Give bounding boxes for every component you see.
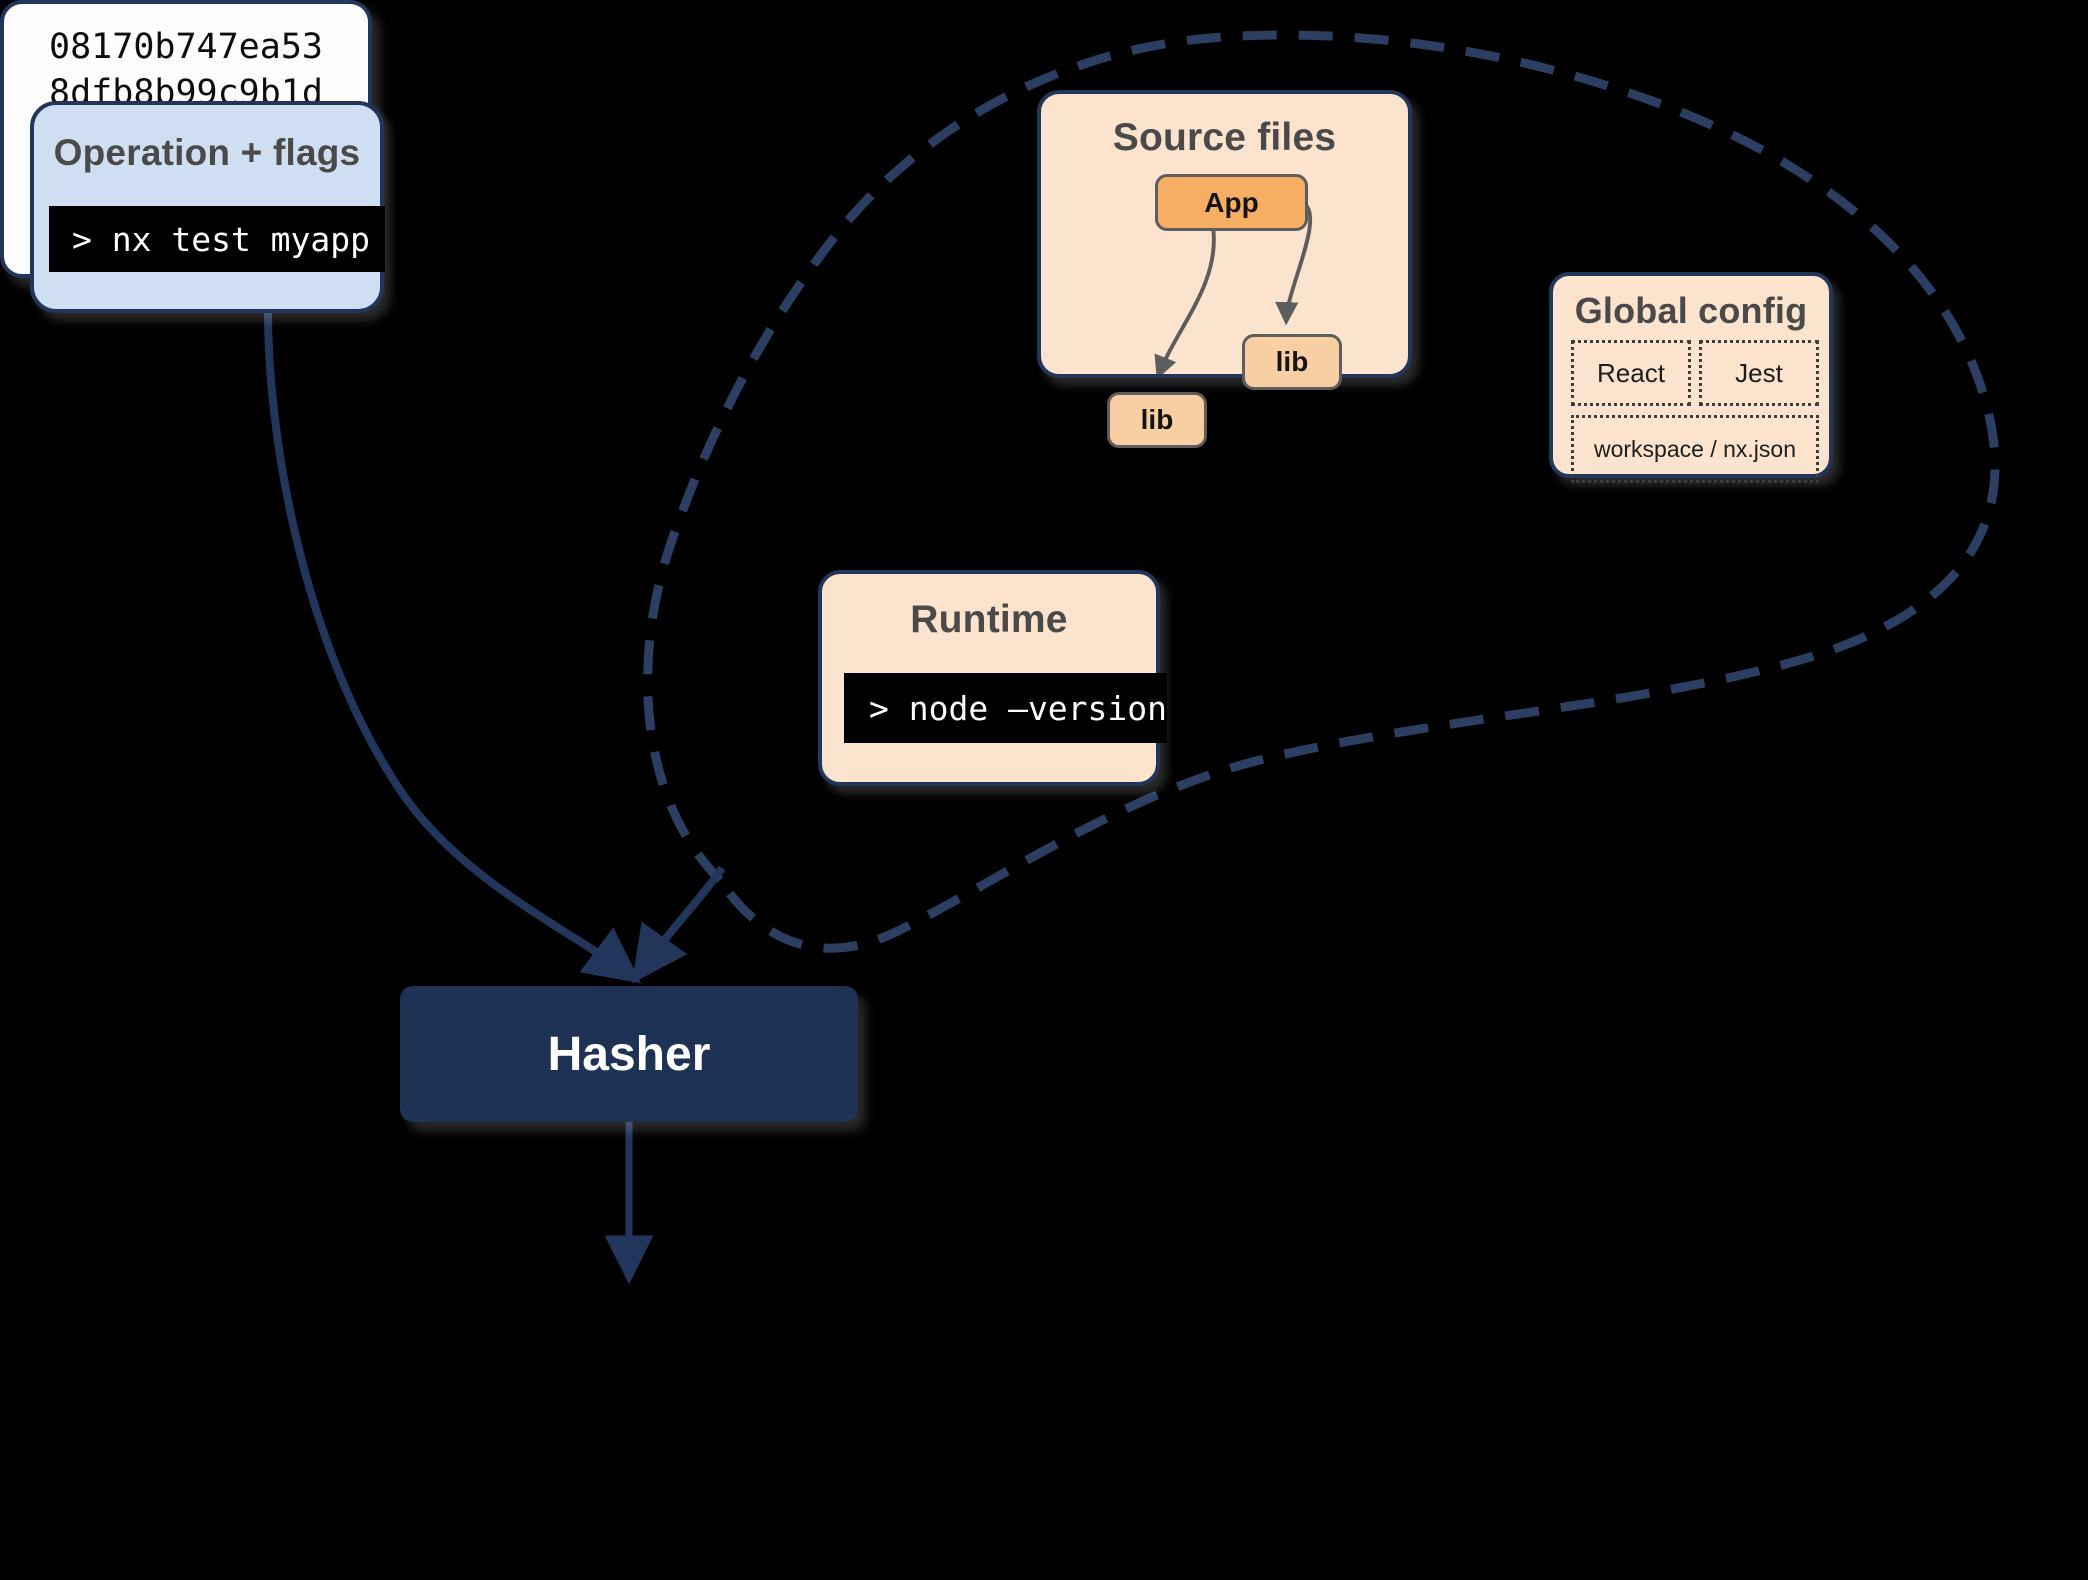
global-config-grid: React Jest workspace / nx.json — [1571, 340, 1819, 483]
source-node-app-label: App — [1204, 186, 1259, 218]
global-config-cell-react[interactable]: React — [1571, 340, 1691, 406]
global-config-row-top: React Jest — [1571, 340, 1819, 406]
runtime-title: Runtime — [910, 598, 1068, 641]
source-node-lib-left[interactable]: lib — [1107, 392, 1207, 448]
runtime-card: Runtime > node –version — [818, 570, 1167, 786]
edge-inputs-to-hasher — [631, 865, 726, 984]
global-config-title: Global config — [1574, 290, 1808, 331]
operation-flags-card: Operation + flags > nx test myapp — [30, 101, 385, 313]
operation-command-text: > nx test myapp — [72, 219, 371, 259]
hasher-label: Hasher — [547, 1027, 711, 1081]
edge-operation-to-hasher — [264, 312, 642, 984]
hash-line: 08170b747ea53 — [49, 27, 323, 67]
source-node-app[interactable]: App — [1155, 174, 1308, 231]
hasher-node[interactable]: Hasher — [400, 986, 858, 1122]
source-node-lib-left-label: lib — [1140, 404, 1174, 435]
source-files-card: Source files App lib lib — [1037, 90, 1412, 448]
source-node-lib-right[interactable]: lib — [1242, 334, 1342, 390]
global-config-cell-jest-label: Jest — [1735, 357, 1783, 388]
global-config-cell-workspace[interactable]: workspace / nx.json — [1571, 415, 1819, 483]
runtime-terminal: > node –version — [844, 673, 1167, 743]
global-config-card: Global config React Jest workspace / nx.… — [1549, 272, 1833, 483]
global-config-cell-workspace-label: workspace / nx.json — [1594, 435, 1796, 462]
runtime-command-text: > node –version — [869, 688, 1168, 728]
source-node-lib-right-label: lib — [1275, 346, 1309, 377]
global-config-cell-jest[interactable]: Jest — [1699, 340, 1819, 406]
global-config-cell-react-label: React — [1597, 357, 1665, 388]
operation-terminal: > nx test myapp — [49, 206, 385, 272]
source-files-title: Source files — [1112, 116, 1337, 159]
operation-flags-title: Operation + flags — [53, 132, 361, 173]
edge-app-to-lib-left — [1154, 228, 1216, 374]
